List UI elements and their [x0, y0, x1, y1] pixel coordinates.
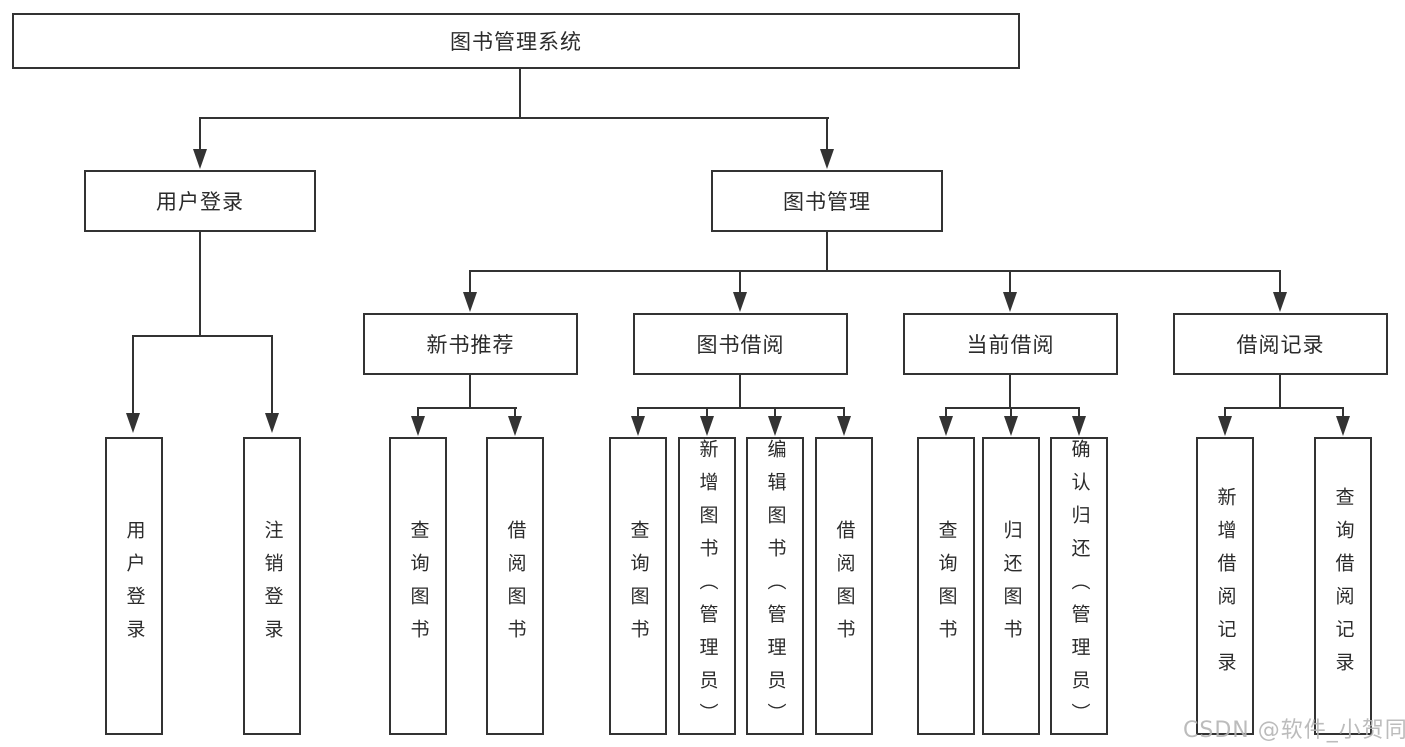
- connector-line: [739, 375, 741, 409]
- node-borrow-books-recommend: 借阅图书: [486, 437, 544, 735]
- connector-line: [469, 270, 1281, 272]
- arrow-down-icon: [631, 416, 645, 436]
- connector-line: [1224, 407, 1344, 409]
- connector-line: [1010, 407, 1012, 419]
- arrow-down-icon: [1336, 416, 1350, 436]
- connector-line: [514, 407, 516, 419]
- connector-line: [945, 407, 947, 419]
- node-new-book-recommend: 新书推荐: [363, 313, 578, 375]
- connector-line: [843, 407, 845, 419]
- arrow-down-icon: [193, 149, 207, 169]
- connector-line: [826, 117, 828, 151]
- connector-line: [519, 69, 521, 118]
- connector-line: [417, 407, 419, 419]
- arrow-down-icon: [1003, 292, 1017, 312]
- connector-line: [739, 270, 741, 294]
- csdn-watermark: CSDN @软件_小贺同学: [1183, 718, 1405, 743]
- connector-line: [637, 407, 639, 419]
- connector-line: [1009, 270, 1011, 294]
- arrow-down-icon: [126, 413, 140, 433]
- arrow-down-icon: [939, 416, 953, 436]
- connector-line: [417, 407, 517, 409]
- connector-line: [199, 117, 201, 151]
- connector-line: [199, 117, 829, 119]
- connector-line: [1009, 375, 1011, 409]
- node-root: 图书管理系统: [12, 13, 1020, 69]
- connector-line: [132, 335, 273, 337]
- arrow-down-icon: [463, 292, 477, 312]
- connector-line: [774, 407, 776, 419]
- node-user-login-leaf: 用户登录: [105, 437, 163, 735]
- connector-line: [132, 335, 134, 415]
- arrow-down-icon: [1072, 416, 1086, 436]
- arrow-down-icon: [700, 416, 714, 436]
- node-logout: 注销登录: [243, 437, 301, 735]
- node-query-books-current: 查询图书: [917, 437, 975, 735]
- node-borrow-books-leaf: 借阅图书: [815, 437, 873, 735]
- arrow-down-icon: [820, 149, 834, 169]
- arrow-down-icon: [411, 416, 425, 436]
- node-query-books-borrow: 查询图书: [609, 437, 667, 735]
- connector-line: [1279, 270, 1281, 294]
- node-query-borrow-record: 查询借阅记录: [1314, 437, 1372, 735]
- node-edit-book-admin: 编辑图书（管理员）: [746, 437, 804, 736]
- connector-line: [469, 270, 471, 294]
- connector-line: [271, 335, 273, 415]
- arrow-down-icon: [733, 292, 747, 312]
- connector-line: [199, 232, 201, 337]
- connector-line: [637, 407, 845, 409]
- node-book-management: 图书管理: [711, 170, 943, 232]
- arrow-down-icon: [265, 413, 279, 433]
- arrow-down-icon: [837, 416, 851, 436]
- node-query-books-recommend: 查询图书: [389, 437, 447, 735]
- arrow-down-icon: [1273, 292, 1287, 312]
- connector-line: [1078, 407, 1080, 419]
- connector-line: [706, 407, 708, 419]
- node-current-borrow: 当前借阅: [903, 313, 1118, 375]
- connector-line: [826, 232, 828, 272]
- node-book-borrow: 图书借阅: [633, 313, 848, 375]
- connector-line: [1342, 407, 1344, 419]
- connector-line: [945, 407, 1080, 409]
- node-add-book-admin: 新增图书（管理员）: [678, 437, 736, 736]
- connector-line: [1224, 407, 1226, 419]
- arrow-down-icon: [768, 416, 782, 436]
- arrow-down-icon: [1218, 416, 1232, 436]
- node-confirm-return-admin: 确认归还（管理员）: [1050, 437, 1108, 736]
- node-add-borrow-record: 新增借阅记录: [1196, 437, 1254, 735]
- arrow-down-icon: [1004, 416, 1018, 436]
- node-borrow-records: 借阅记录: [1173, 313, 1388, 375]
- arrow-down-icon: [508, 416, 522, 436]
- connector-line: [1279, 375, 1281, 409]
- node-user-login: 用户登录: [84, 170, 316, 232]
- node-return-book: 归还图书: [982, 437, 1040, 735]
- connector-line: [469, 375, 471, 409]
